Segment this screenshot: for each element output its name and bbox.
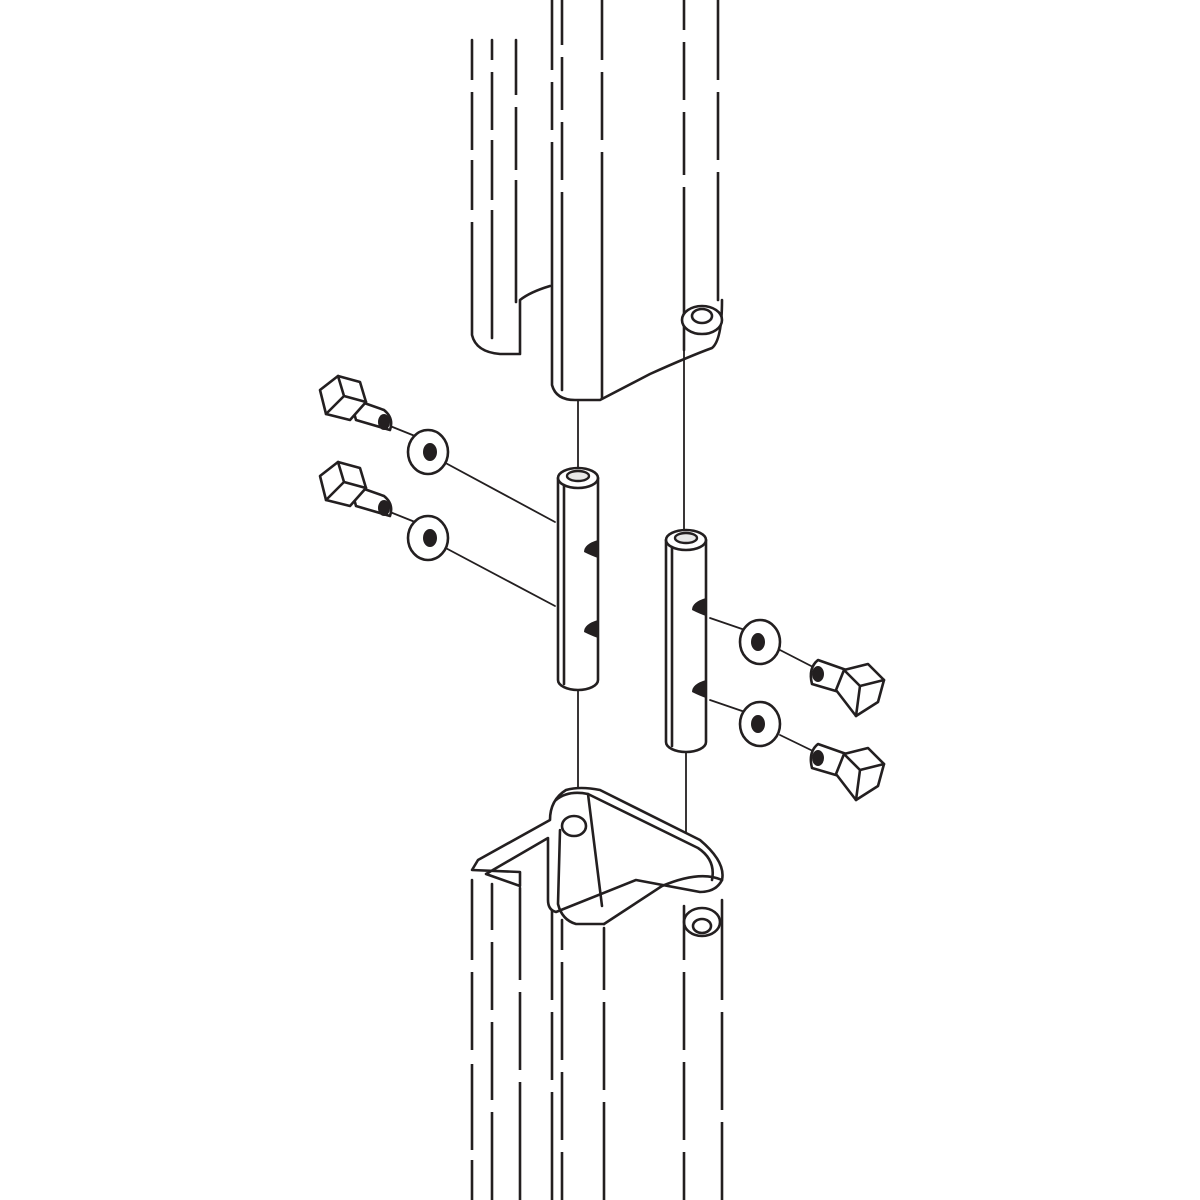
washer-right-top (738, 618, 782, 666)
lower-post-section (469, 786, 725, 1200)
washer-left-bottom (406, 514, 450, 562)
right-splice-pin (664, 528, 708, 754)
washer-left-top (406, 428, 450, 476)
upper-post-section (469, 0, 724, 402)
bolt-left-bottom (318, 460, 393, 518)
bolt-right-top (809, 658, 886, 718)
washer-right-bottom (738, 700, 782, 748)
left-splice-pin (556, 466, 600, 692)
bolt-right-bottom (809, 742, 886, 802)
bolt-left-top (318, 374, 393, 432)
